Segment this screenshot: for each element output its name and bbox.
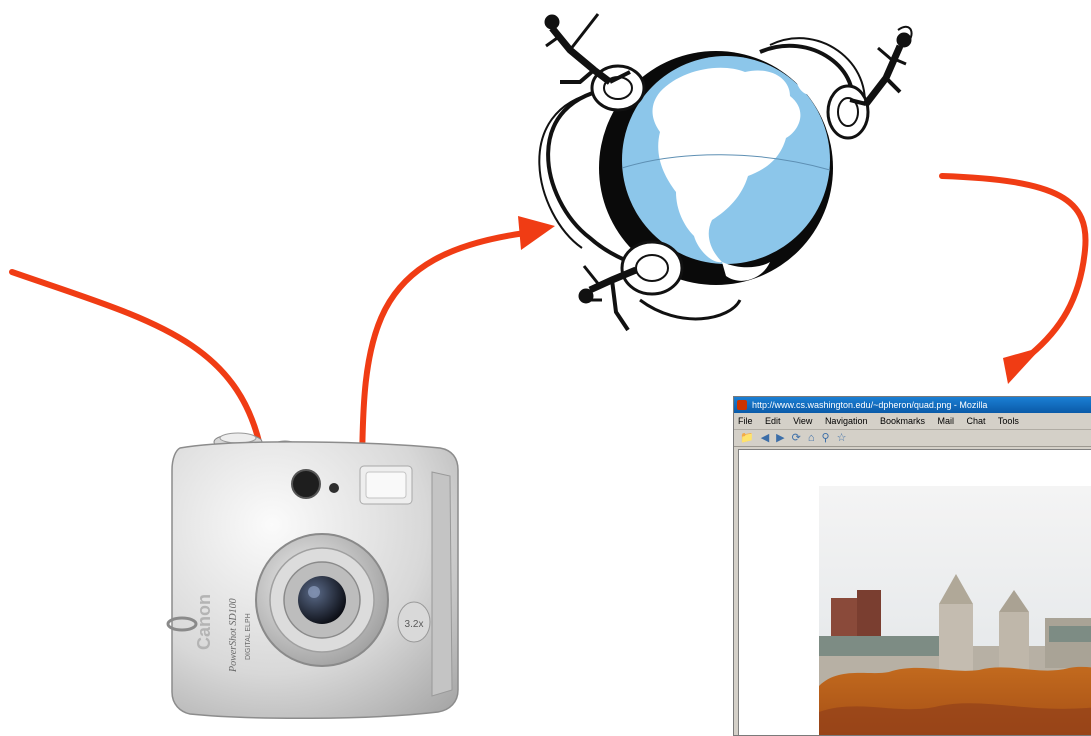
open-icon[interactable]: 📁 bbox=[740, 431, 754, 445]
camera-model: PowerShot SD100 bbox=[228, 598, 239, 673]
menu-item-navigation[interactable]: Navigation bbox=[825, 416, 868, 426]
digital-camera: 3.2x Canon PowerShot SD100 DIGITAL ELPH bbox=[168, 433, 458, 718]
arrow-internet-to-browser bbox=[942, 176, 1086, 384]
forward-icon[interactable]: ▶ bbox=[776, 431, 784, 445]
menu-item-chat[interactable]: Chat bbox=[967, 416, 986, 426]
lens-badge: 3.2x bbox=[405, 619, 424, 630]
menu-item-bookmarks[interactable]: Bookmarks bbox=[880, 416, 925, 426]
home-icon[interactable]: ⌂ bbox=[808, 431, 815, 445]
back-icon[interactable]: ◀ bbox=[761, 431, 769, 445]
browser-app-icon bbox=[737, 400, 747, 410]
browser-window: http://www.cs.washington.edu/~dpheron/qu… bbox=[733, 396, 1091, 736]
reload-icon[interactable]: ⟳ bbox=[792, 431, 801, 445]
internet-globe bbox=[539, 14, 911, 330]
menu-item-file[interactable]: File bbox=[738, 416, 753, 426]
menu-item-edit[interactable]: Edit bbox=[765, 416, 781, 426]
browser-title: http://www.cs.washington.edu/~dpheron/qu… bbox=[752, 400, 987, 410]
browser-menubar: File Edit View Navigation Bookmarks Mail… bbox=[734, 413, 1091, 430]
campus-photo bbox=[819, 486, 1091, 736]
camera-subtitle: DIGITAL ELPH bbox=[245, 613, 252, 660]
camera-brand: Canon bbox=[194, 594, 214, 650]
browser-toolbar: 📁 ◀ ▶ ⟳ ⌂ ⚲ ☆ bbox=[734, 430, 1091, 447]
person-figure bbox=[579, 266, 636, 330]
bookmark-icon[interactable]: ☆ bbox=[837, 431, 847, 445]
menu-item-view[interactable]: View bbox=[793, 416, 812, 426]
browser-viewport bbox=[738, 449, 1091, 735]
menu-item-tools[interactable]: Tools bbox=[998, 416, 1019, 426]
search-icon[interactable]: ⚲ bbox=[822, 431, 830, 445]
browser-titlebar: http://www.cs.washington.edu/~dpheron/qu… bbox=[734, 397, 1091, 413]
menu-item-mail[interactable]: Mail bbox=[938, 416, 955, 426]
